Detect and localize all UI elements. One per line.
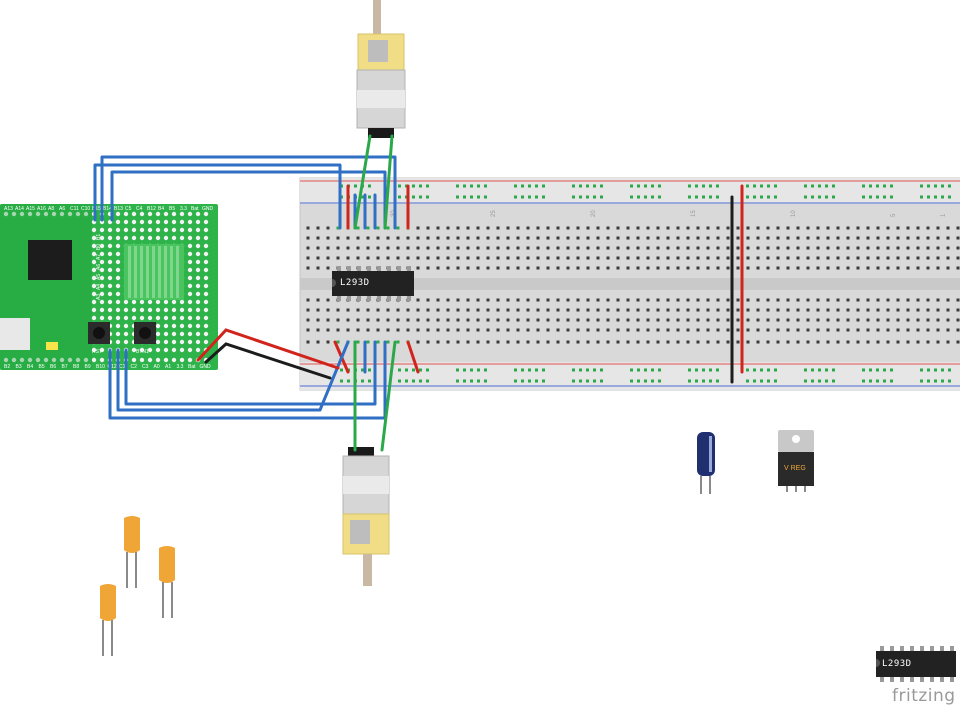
pcb-footer-label-0: B2 [4,364,10,370]
pcb-side-label-6: B1 [96,234,102,240]
pcb-header-label-15: B5 [169,206,175,212]
pcb-header-label-11: C5 [125,206,132,212]
pcb-header-label-3: A16 [37,206,46,212]
pcb-header-label-16: 3.3 [180,206,187,212]
pcb-footer-label-2: B4 [27,364,33,370]
pcb-footer-label-12: C3 [142,364,149,370]
usb-connector [0,318,30,350]
motor-top[interactable] [356,0,406,138]
regulator-label: V REG [784,465,806,472]
mcu-chip [28,240,72,280]
led-indicator [46,342,58,350]
pcb-footer-label-11: C2 [131,364,138,370]
bb-col-20: 20 [591,210,597,217]
btn1-label: BTN1 [136,349,149,355]
pcb-footer-label-14: A1 [165,364,171,370]
bb-col-10: 10 [791,210,797,217]
pcb-header-label-7: C10 [81,206,90,212]
pcb-side-label-1: A4 [96,284,102,290]
bb-col-15: 15 [691,210,697,217]
ceramic-capacitor-3[interactable] [100,584,116,656]
power-wires [196,328,340,380]
pcb-footer-label-8: B10 [96,364,105,370]
pcb-footer-label-16: Bat [188,364,196,370]
pcb-side-label-3: A6 [96,264,102,270]
pcb-header-label-18: GND [202,206,214,212]
pcb-side-labels: A3 A4 A5 A6 A7 B0 B1 [96,234,102,300]
pcb-header-label-2: A15 [26,206,35,212]
fritzing-watermark: fritzing [892,686,956,706]
bb-col-25: 25 [491,210,497,217]
pcb-header-label-8: B15 [92,206,101,212]
power-jumpers [333,184,744,384]
breadboard: 30 25 20 15 10 5 1 [299,177,960,391]
spare-chip-label: L293D [882,659,912,669]
motor-bottom[interactable] [342,447,390,586]
breadboard-holes [306,226,960,344]
pcb-header-label-0: A13 [4,206,13,212]
pcb-side-label-4: A7 [96,254,102,260]
electrolytic-capacitor[interactable] [697,432,715,494]
pcb-footer-label-13: A0 [154,364,160,370]
ceramic-capacitor-1[interactable] [124,516,140,588]
pcb-side-label-0: A3 [96,294,102,300]
pcb-footer-label-17: GND [200,364,212,370]
motor-bottom-wires [353,340,397,452]
pcb-side-label-5: B0 [96,244,102,250]
pcb-header-label-1: A14 [15,206,24,212]
pcb-footer-label-1: B3 [16,364,22,370]
pcb-header-label-4: A8 [48,206,54,212]
pcb-header-label-5: A6 [59,206,65,212]
rst-label: RST [92,349,102,355]
spare-chip[interactable]: L293D [876,646,956,682]
pcb-side-label-2: A5 [96,274,102,280]
ceramic-capacitor-2[interactable] [159,546,175,618]
pcb-header-label-12: C4 [136,206,143,212]
pcb-footer-label-4: B6 [50,364,56,370]
pcb-header-label-9: B14 [103,206,112,212]
bb-col-5: 5 [891,213,897,217]
pcb-footer-label-15: 3.3 [177,364,184,370]
pcb-header-label-13: B12 [147,206,156,212]
pcb-footer-label-10: C1 [119,364,126,370]
driver-chip[interactable]: L293D [332,266,414,301]
bb-col-1: 1 [941,213,947,217]
pcb-footer-label-9: C12 [108,364,117,370]
pcb-header-label-10: B13 [114,206,123,212]
pcb-header-label-6: C11 [70,206,79,212]
pcb-footer-label-6: B8 [73,364,79,370]
voltage-regulator[interactable]: V REG [778,430,814,492]
pcb-footer-label-3: B5 [39,364,45,370]
motor-top-wires [353,134,394,230]
driver-chip-label: L293D [340,278,370,288]
pcb-footer-label-5: B7 [62,364,68,370]
pcb-header-label-14: B4 [158,206,164,212]
pcb-footer-label-7: B9 [85,364,91,370]
pcb-header-label-17: Bat [191,206,199,212]
blue-wires [93,155,397,420]
